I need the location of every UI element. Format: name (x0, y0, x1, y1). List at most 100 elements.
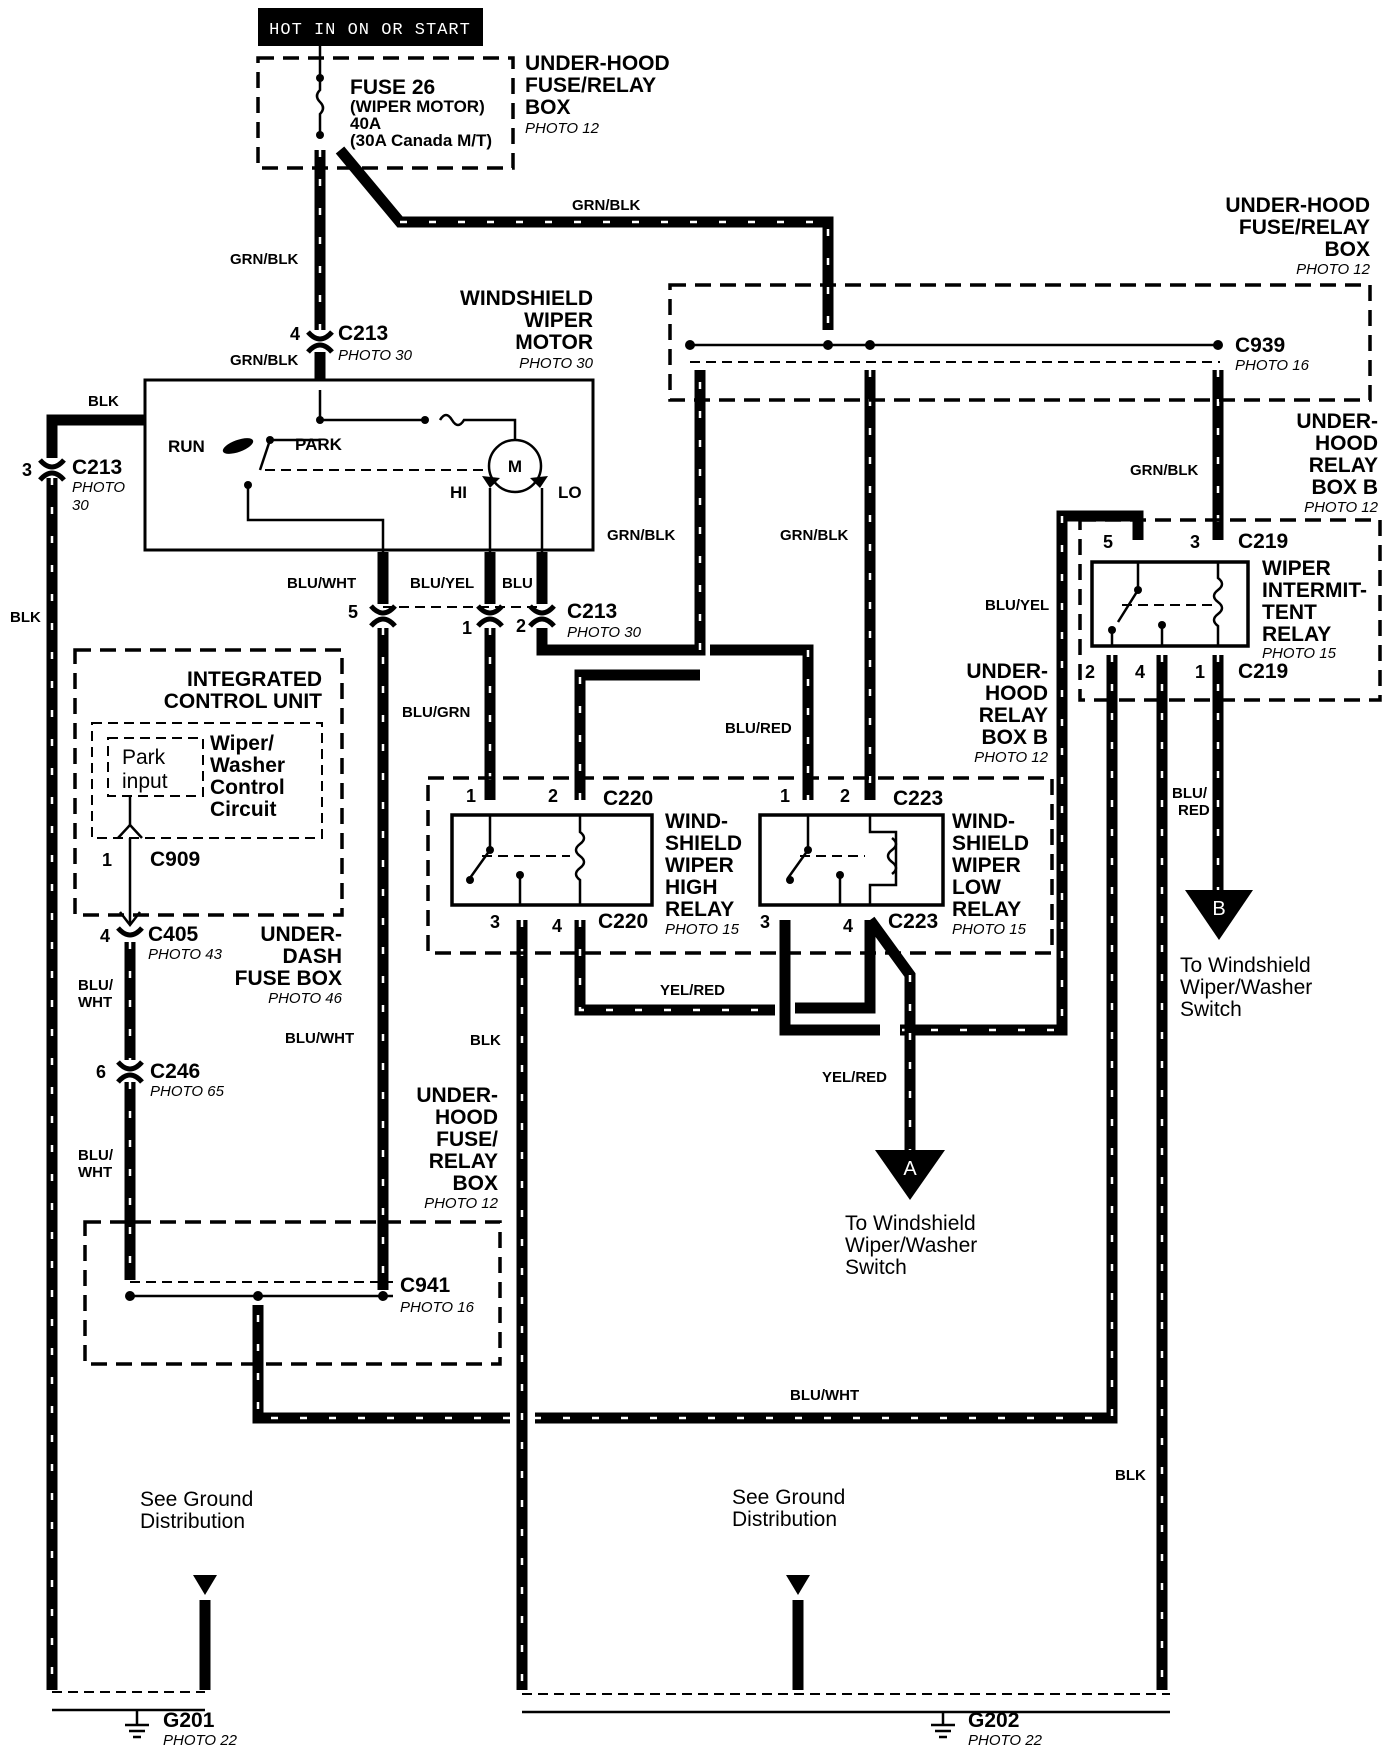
wire-label-blu-wht-icu-2a: BLU/ (78, 1147, 114, 1164)
fuse-box-title-2: FUSE/RELAY (525, 74, 656, 97)
arrow-a-caption-3: Switch (845, 1256, 907, 1279)
wire-label-blu-wht-1: BLU/WHT (287, 575, 356, 592)
high-relay-pin-1: 1 (466, 786, 476, 806)
ground-notes: See Ground Distribution See Ground Distr… (140, 1486, 845, 1595)
wire-label-grn-blk-6: GRN/BLK (1130, 462, 1198, 479)
intermit-title-4: RELAY (1262, 623, 1331, 646)
power-label: HOT IN ON OR START (269, 21, 471, 40)
wire-blu-wht-intermit (535, 655, 1118, 1424)
relay-box-b2-title-4: BOX B (981, 726, 1048, 749)
c246-name: C246 (150, 1060, 200, 1083)
c941-connector-photo: PHOTO 16 (400, 1299, 475, 1316)
high-relay-title-5: RELAY (665, 898, 734, 921)
motor-title-2: WIPER (524, 309, 593, 332)
c939-fuse-relay-box: UNDER-HOOD FUSE/RELAY BOX PHOTO 12 C939 … (668, 194, 1372, 402)
intermit-connector-top: C219 (1238, 530, 1288, 553)
wire-label-yel-red-1: YEL/RED (660, 982, 725, 999)
wire-label-blu-yel-1: BLU/YEL (410, 575, 474, 592)
c405-name: C405 (148, 923, 199, 946)
arrow-a-letter: A (903, 1158, 917, 1180)
c246-photo: PHOTO 65 (150, 1083, 225, 1100)
high-relay-title-4: HIGH (665, 876, 718, 899)
icu-title-2: CONTROL UNIT (164, 690, 322, 713)
wire-label-blu-red: BLU/RED (725, 720, 792, 737)
high-relay-title-3: WIPER (665, 854, 734, 877)
c939-box-title-2: FUSE/RELAY (1239, 216, 1370, 239)
wire-label-yel-red-2: YEL/RED (822, 1069, 887, 1086)
wire-label-blu: BLU (502, 575, 533, 592)
intermit-pin-5: 5 (1103, 532, 1113, 552)
high-low-relay-box: UNDER- HOOD RELAY BOX B PHOTO 12 1 2 C22… (285, 660, 1210, 1484)
g201-photo: PHOTO 22 (163, 1732, 238, 1749)
g202-photo: PHOTO 22 (968, 1732, 1043, 1749)
c405-photo: PHOTO 43 (148, 946, 223, 963)
high-relay (450, 813, 654, 907)
c941-fuse-relay-box: UNDER- HOOD FUSE/ RELAY BOX PHOTO 12 C94… (83, 1084, 502, 1366)
relay-box-b2-title-3: RELAY (979, 704, 1048, 727)
motor-photo: PHOTO 30 (519, 355, 594, 372)
fuse-box: FUSE 26 (WIPER MOTOR) 40A (30A Canada M/… (256, 46, 670, 170)
low-relay-title-4: LOW (952, 876, 1001, 899)
ground-arrow-right-icon (786, 1575, 810, 1595)
power-label-box (258, 8, 483, 46)
c213-top-photo: PHOTO 30 (338, 347, 413, 364)
high-relay-pin-4: 4 (552, 916, 562, 936)
low-relay-title-3: WIPER (952, 854, 1021, 877)
ground-g201: G201 PHOTO 22 (125, 1709, 238, 1749)
intermit-connector-bottom: C219 (1238, 660, 1288, 683)
c939-box-title-1: UNDER-HOOD (1225, 194, 1370, 217)
c213-left-name: C213 (72, 456, 122, 479)
intermit-pin-3: 3 (1190, 532, 1200, 552)
wire-label-blu-yel-2: BLU/YEL (985, 597, 1049, 614)
c213-left-photo-2: 30 (72, 497, 89, 514)
low-relay-pin-1: 1 (780, 786, 790, 806)
c939-connector: C939 (1235, 334, 1285, 357)
intermit-pin-4: 4 (1135, 662, 1145, 682)
relay-box-b2-title-2: HOOD (985, 682, 1048, 705)
low-relay-title-5: RELAY (952, 898, 1021, 921)
wire-label-grn-blk-1: GRN/BLK (230, 251, 298, 268)
c939-box-photo: PHOTO 12 (1296, 261, 1371, 278)
underdash-title-2: DASH (282, 945, 342, 968)
icu-park-input-1: Park (122, 746, 166, 769)
relay-box-b-photo: PHOTO 12 (1304, 499, 1379, 516)
c213-pin-2: 2 (516, 616, 526, 636)
icu-connector: C909 (150, 848, 200, 871)
arrow-a-caption-1: To Windshield (845, 1212, 976, 1235)
relay-box-b2-photo: PHOTO 12 (974, 749, 1049, 766)
fuse-rating: 40A (350, 114, 381, 133)
wire-label-grn-blk-4: GRN/BLK (607, 527, 675, 544)
c213-pin-5: 5 (348, 602, 358, 622)
wire-label-grn-blk-5: GRN/BLK (780, 527, 848, 544)
c213-top-name: C213 (338, 322, 388, 345)
ground-g201-icon (125, 1723, 149, 1739)
c939-connector-photo: PHOTO 16 (1235, 357, 1310, 374)
intermit-photo: PHOTO 15 (1262, 645, 1337, 662)
arrow-b: B To Windshield Wiper/Washer Switch (1180, 890, 1312, 1021)
c213-bottom-name: C213 (567, 600, 617, 623)
wire-label-grn-blk-2: GRN/BLK (230, 352, 298, 369)
c213-pin-1: 1 (462, 618, 472, 638)
low-relay-pin-2: 2 (840, 786, 850, 806)
icu-park-input-2: input (122, 770, 168, 793)
fuse-box-photo: PHOTO 12 (525, 120, 600, 137)
intermit-title-3: TENT (1262, 601, 1317, 624)
ground-note-left-2: Distribution (140, 1510, 245, 1533)
icu-title-1: INTEGRATED (187, 668, 322, 691)
intermit-title-1: WIPER (1262, 557, 1331, 580)
wire-label-blk-1: BLK (88, 393, 119, 410)
low-relay-connector-bottom: C223 (888, 910, 938, 933)
motor-title-1: WINDSHIELD (460, 287, 593, 310)
c213-bottom-photo: PHOTO 30 (567, 624, 642, 641)
low-relay-photo: PHOTO 15 (952, 921, 1027, 938)
wire-grn-blk-c939-high (536, 370, 706, 656)
motor-m-label: M (508, 457, 522, 476)
fuse-desc: (WIPER MOTOR) (350, 97, 485, 116)
intermit-pin-2: 2 (1085, 662, 1095, 682)
wiring (46, 146, 1224, 1690)
thin-wiring (52, 340, 1223, 1714)
icu-pin-1: 1 (102, 850, 112, 870)
c941-box-title-1: UNDER- (416, 1084, 498, 1107)
arrow-b-letter: B (1212, 898, 1225, 920)
